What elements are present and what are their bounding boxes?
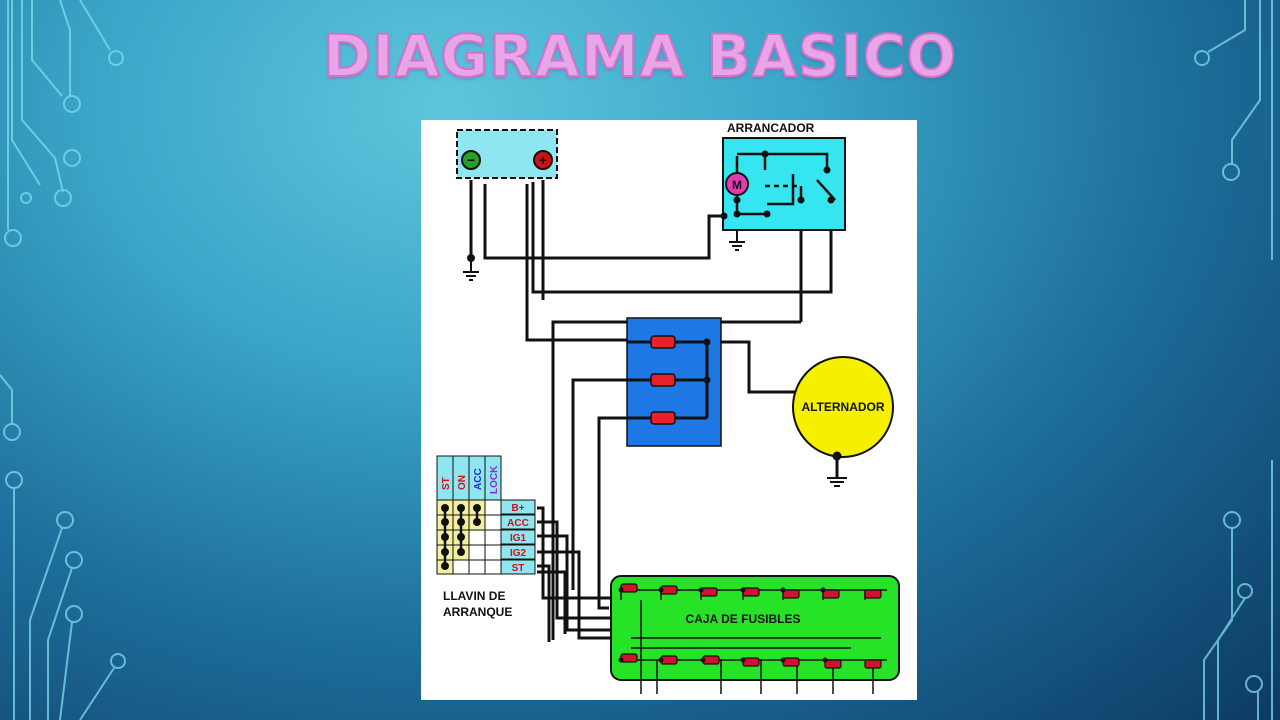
slide-title: DIAGRAMA BASICO (322, 21, 957, 91)
battery-positive-symbol: + (539, 152, 547, 168)
wiring-diagram-svg: − + ARRANCADOR (436, 121, 900, 694)
fuse-box-label: CAJA DE FUSIBLES (686, 612, 801, 626)
alternator-body (792, 356, 894, 458)
alternator: ALTERNADOR (792, 356, 894, 487)
wiring-diagram: − + ARRANCADOR (421, 120, 917, 700)
starter-motor-icon (725, 172, 749, 196)
ignition-terminals: B+ ACC IG1 IG2 ST (500, 499, 536, 575)
fuse-box: CAJA DE FUSIBLES (610, 575, 900, 694)
terminal-bplus: B+ (511, 503, 524, 514)
ground-icon (463, 254, 479, 281)
fuses-bottom-row (620, 653, 882, 669)
starter: ARRANCADOR M (720, 121, 846, 251)
battery: − + (456, 129, 558, 281)
ignition-pos-on: ON (457, 475, 468, 490)
ignition-pos-acc: ACC (473, 468, 484, 490)
alternator-label: ALTERNADOR (801, 400, 884, 414)
battery-negative-symbol: − (467, 152, 475, 168)
starter-label: ARRANCADOR (727, 121, 815, 135)
terminal-acc: ACC (507, 518, 529, 529)
terminal-ig2: IG2 (510, 548, 527, 559)
relay-box (626, 317, 722, 447)
terminal-ig1: IG1 (510, 533, 527, 544)
starter-motor-label: M (732, 178, 742, 192)
ignition-position-headers: ST ON ACC LOCK (436, 455, 502, 501)
ignition-switch: ST ON ACC LOCK (436, 455, 536, 619)
fuse-box-body (610, 575, 900, 681)
alternator-ground-icon (827, 451, 847, 487)
battery-positive-terminal (533, 150, 553, 170)
ignition-pos-lock: LOCK (489, 465, 500, 494)
ignition-pos-st: ST (441, 477, 452, 490)
starter-ground-icon (729, 230, 745, 251)
relay-diodes (650, 335, 676, 425)
terminal-st: ST (512, 563, 525, 574)
ignition-label-line1: LLAVIN DE (443, 589, 505, 603)
ignition-label-line2: ARRANQUE (443, 605, 512, 619)
battery-negative-terminal (461, 150, 481, 170)
